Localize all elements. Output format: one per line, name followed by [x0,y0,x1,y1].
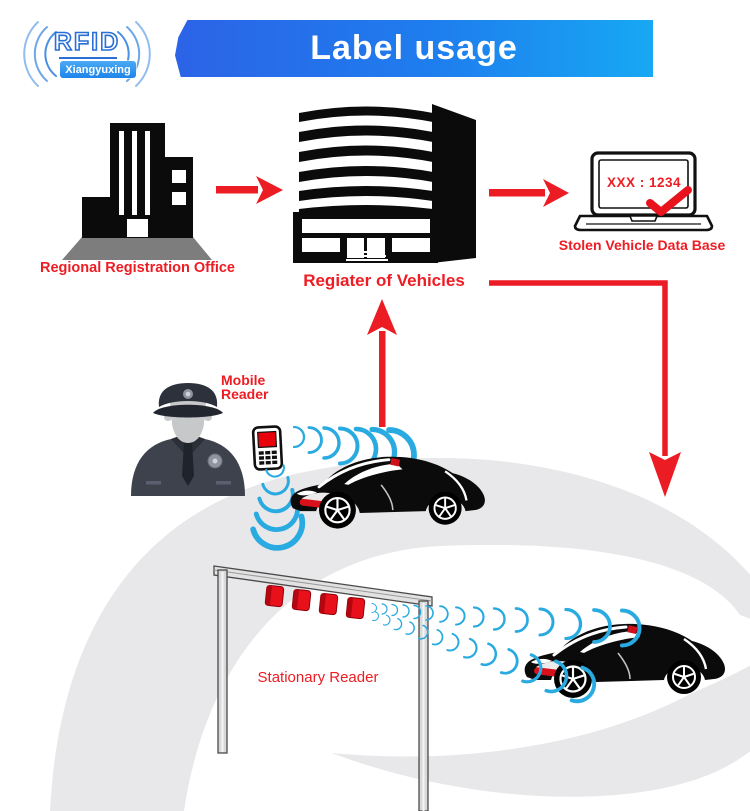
register-of-vehicles-label: Regiater of Vehicles [303,271,465,290]
check-mark-icon [646,186,692,216]
reader-unit-icon [264,585,366,620]
road-swoosh-shape [50,458,750,811]
laptop-screen-text: XXX : 1234 [606,175,682,190]
handheld-reader-icon [251,425,284,471]
signal-waves-icon [371,602,640,646]
arrow-up-icon [367,299,397,427]
brand-name: RFID [53,27,121,57]
registry-building-icon [293,104,476,263]
brand-subname: Xiangyuxing [65,63,131,76]
brand-logo: RFID Xiangyuxing [12,20,162,90]
office-building-icon [62,123,212,260]
title-banner: Label usage [175,20,653,77]
arrow-down-connector-icon [489,280,681,497]
arrow-right-icon-2 [489,179,569,207]
laptop-icon [573,151,714,232]
mobile-reader-label: Mobile Reader [221,372,269,402]
stationary-reader-label: Stationary Reader [257,669,379,686]
brand-underline [59,57,117,59]
stolen-vehicle-db-label: Stolen Vehicle Data Base [558,237,726,253]
gantry-icon [213,565,433,811]
police-officer-icon [131,383,245,496]
brand-badge: Xiangyuxing [60,61,136,78]
page-title: Label usage [310,29,518,67]
arrow-right-icon [216,176,283,204]
regional-office-label: Regional Registration Office [40,260,235,276]
